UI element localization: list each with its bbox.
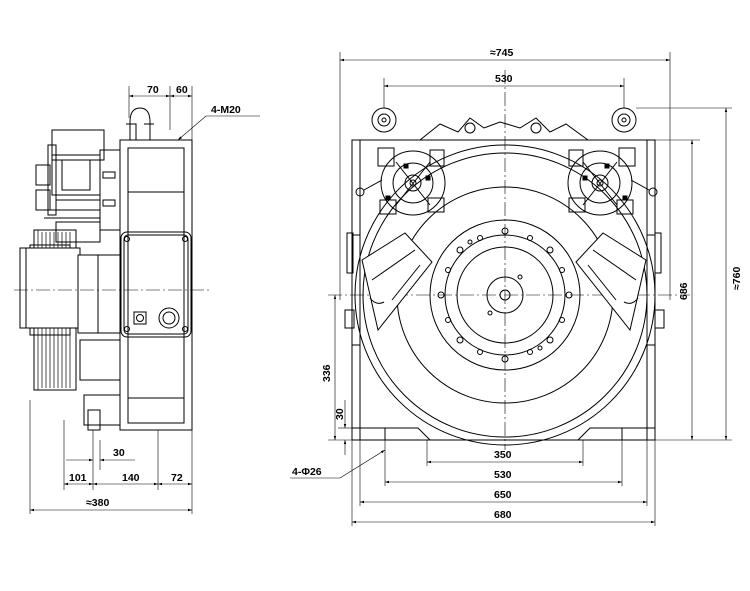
dim-680: 680 bbox=[494, 509, 512, 521]
dim-530-bottom: 530 bbox=[494, 469, 512, 481]
dim-686: 686 bbox=[678, 282, 690, 300]
dim-350: 350 bbox=[494, 449, 512, 461]
front-view: ≈745 530 ≈760 686 336 30 4-Φ26 350 530 bbox=[290, 47, 743, 526]
holes-label: 4-Φ26 bbox=[292, 466, 322, 478]
dim-30-side: 30 bbox=[113, 447, 125, 459]
brake-mechanism-left bbox=[355, 147, 446, 216]
brake-mechanism-right bbox=[567, 147, 658, 216]
dim-140: 140 bbox=[122, 472, 140, 484]
dim-745: ≈745 bbox=[490, 47, 513, 59]
dim-72: 72 bbox=[171, 472, 183, 484]
dim-650: 650 bbox=[494, 489, 512, 501]
dim-530-top: 530 bbox=[495, 73, 513, 85]
thread-label: 4-M20 bbox=[211, 104, 241, 116]
dim-60: 60 bbox=[176, 84, 188, 96]
dim-336: 336 bbox=[321, 364, 333, 382]
dim-101: 101 bbox=[69, 472, 87, 484]
dim-70: 70 bbox=[147, 84, 159, 96]
dim-760: ≈760 bbox=[731, 267, 743, 290]
dim-30-front: 30 bbox=[334, 408, 346, 420]
dim-380: ≈380 bbox=[86, 497, 109, 509]
side-view: 70 60 4-M20 30 101 140 72 ≈380 bbox=[14, 84, 260, 514]
